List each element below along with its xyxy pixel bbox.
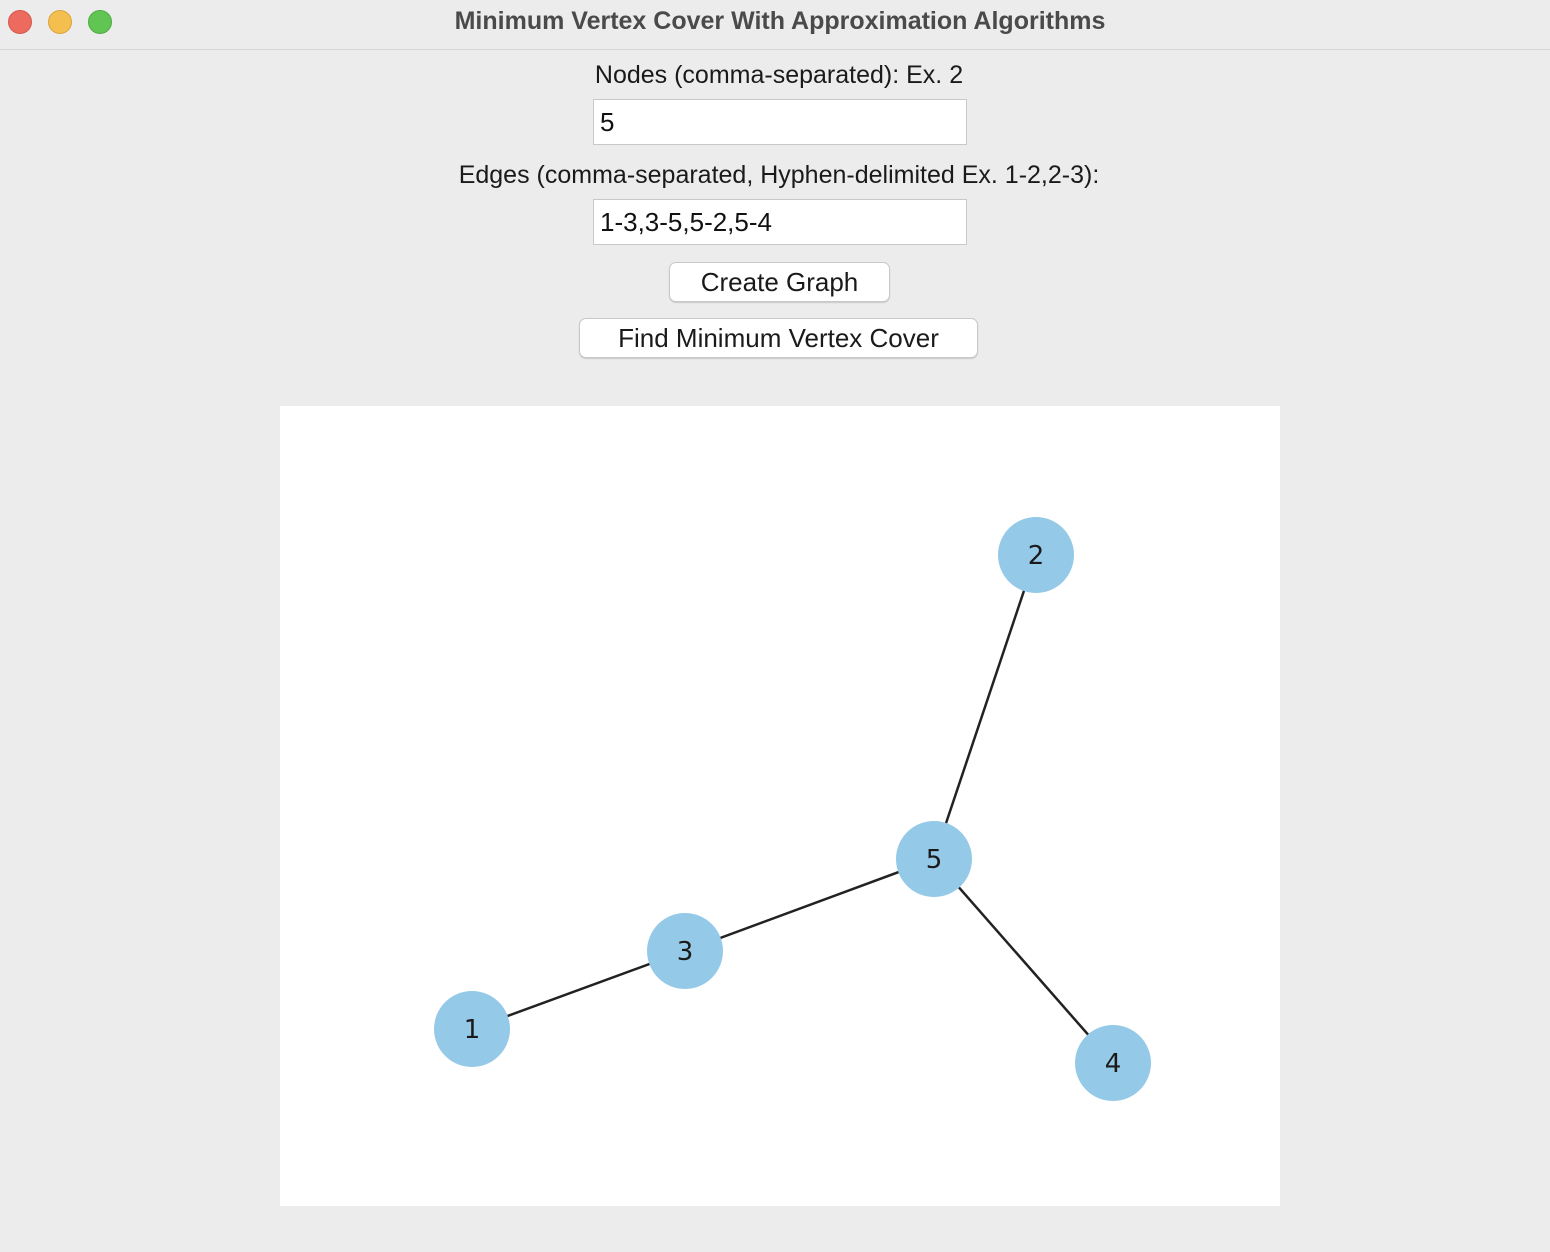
graph-plot: 1 2 3 4 5	[434, 517, 1151, 1101]
graph-node-4	[1075, 1025, 1151, 1101]
graph-node-3	[647, 913, 723, 989]
graph-edge-5-4	[933, 858, 1114, 1064]
graph-node-label-2: 2	[1028, 541, 1045, 571]
title-bar: Minimum Vertex Cover With Approximation …	[0, 0, 1550, 50]
nodes-input[interactable]	[593, 99, 967, 145]
edges-label: Edges (comma-separated, Hyphen-delimited…	[458, 161, 1100, 189]
window-title: Minimum Vertex Cover With Approximation …	[454, 7, 1106, 35]
graph-node-2	[998, 517, 1074, 593]
maximize-window-button[interactable]	[88, 10, 112, 34]
minimize-window-button[interactable]	[48, 10, 72, 34]
graph-node-1	[434, 991, 510, 1067]
nodes-label: Nodes (comma-separated): Ex. 2	[594, 61, 964, 89]
edges-input[interactable]	[593, 199, 967, 245]
graph-node-label-1: 1	[464, 1015, 481, 1045]
graph-node-label-3: 3	[677, 937, 694, 967]
graph-node-label-5: 5	[926, 845, 943, 875]
graph-edge-5-2	[932, 554, 1038, 860]
graph-edge-3-5	[684, 857, 935, 953]
graph-node-5	[896, 821, 972, 897]
create-graph-button[interactable]: Create Graph	[669, 262, 890, 302]
find-minimum-vertex-cover-button[interactable]: Find Minimum Vertex Cover	[579, 318, 978, 358]
close-window-button[interactable]	[8, 10, 32, 34]
graph-canvas: 1 2 3 4 5	[280, 406, 1280, 1206]
graph-node-label-4: 4	[1105, 1049, 1122, 1079]
